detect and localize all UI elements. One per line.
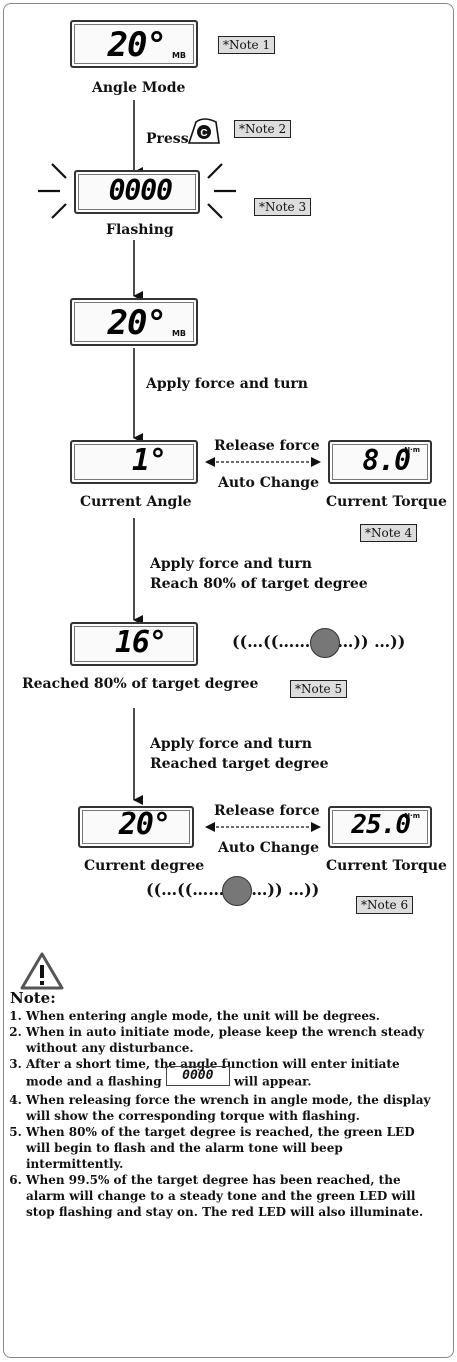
label-current-degree: Current degree xyxy=(84,858,205,874)
note-tag-3: *Note 3 xyxy=(254,198,312,216)
label-apply-2a: Apply force and turn xyxy=(150,556,312,572)
label-apply-2b: Reach 80% of target degree xyxy=(150,576,368,592)
lcd-unit: N·m xyxy=(404,446,420,454)
label-release-1: Release force xyxy=(214,438,320,454)
note-item-3-tail: will appear. xyxy=(233,1074,312,1089)
warning-triangle-icon xyxy=(20,952,64,990)
note-tag-6: *Note 6 xyxy=(356,896,414,914)
label-current-torque-2: Current Torque xyxy=(326,858,447,874)
note-item-4: When releasing force the wrench in angle… xyxy=(26,1092,440,1124)
note-tag-2: *Note 2 xyxy=(234,120,292,138)
lcd-digits: 16° xyxy=(114,625,167,660)
note-item-2: When in auto initiate mode, please keep … xyxy=(26,1024,440,1056)
label-release-2: Release force xyxy=(214,803,320,819)
lcd-digits: 25.0 xyxy=(351,810,411,840)
lcd-digits: 1° xyxy=(131,443,167,478)
label-reached-80: Reached 80% of target degree xyxy=(22,676,259,692)
label-current-torque-1: Current Torque xyxy=(326,494,447,510)
flash-rays xyxy=(38,163,236,219)
label-flashing: Flashing xyxy=(106,222,174,238)
lcd-ready: 20° MB xyxy=(70,298,198,346)
lcd-digits: 20° xyxy=(107,303,167,343)
label-current-angle: Current Angle xyxy=(80,494,192,510)
lcd-current-degree: 20° xyxy=(78,806,194,848)
c-button-icon: C xyxy=(186,116,222,146)
lcd-digits: 8.0 xyxy=(362,444,411,477)
notes-title: Note: xyxy=(10,989,56,1007)
label-auto-2: Auto Change xyxy=(218,840,319,856)
notes-section: Note: When entering angle mode, the unit… xyxy=(10,990,440,1220)
note-tag-1: *Note 1 xyxy=(218,36,276,54)
lcd-current-torque-2: 25.0 N·m xyxy=(328,806,432,848)
lcd-angle-mode: 20° MB xyxy=(70,20,198,68)
lcd-reached-80: 16° xyxy=(70,622,198,666)
lcd-digits: 20° xyxy=(118,807,171,842)
lcd-digits: 20° xyxy=(107,25,167,65)
label-press: Press xyxy=(146,131,189,147)
note-item-3-text: After a short time, the angle function w… xyxy=(26,1057,400,1089)
page-frame xyxy=(3,3,454,1358)
led-indicator-icon xyxy=(310,628,340,658)
lcd-unit: MB xyxy=(171,329,186,338)
lcd-flashing: 0000 xyxy=(74,170,200,214)
lcd-current-torque-1: 8.0 N·m xyxy=(328,440,432,484)
label-angle-mode: Angle Mode xyxy=(92,80,186,96)
lcd-digits: 0000 xyxy=(108,174,173,207)
label-apply-3b: Reached target degree xyxy=(150,756,329,772)
label-apply-3a: Apply force and turn xyxy=(150,736,312,752)
note-tag-4: *Note 4 xyxy=(360,524,418,542)
lcd-unit: MB xyxy=(171,51,186,60)
label-auto-1: Auto Change xyxy=(218,475,319,491)
note-item-5: When 80% of the target degree is reached… xyxy=(26,1124,440,1172)
notes-list: When entering angle mode, the unit will … xyxy=(10,1008,440,1220)
mini-lcd-flashing: 0000 xyxy=(165,1066,230,1086)
svg-text:C: C xyxy=(200,128,207,139)
note-item-1: When entering angle mode, the unit will … xyxy=(26,1008,440,1024)
lcd-unit: N·m xyxy=(404,812,420,820)
led-indicator-icon xyxy=(222,876,252,906)
lcd-current-angle: 1° xyxy=(70,440,198,484)
label-apply-1: Apply force and turn xyxy=(146,376,308,392)
note-item-3: After a short time, the angle function w… xyxy=(26,1056,440,1092)
note-item-6: When 99.5% of the target degree has been… xyxy=(26,1172,440,1220)
note-tag-5: *Note 5 xyxy=(290,680,348,698)
